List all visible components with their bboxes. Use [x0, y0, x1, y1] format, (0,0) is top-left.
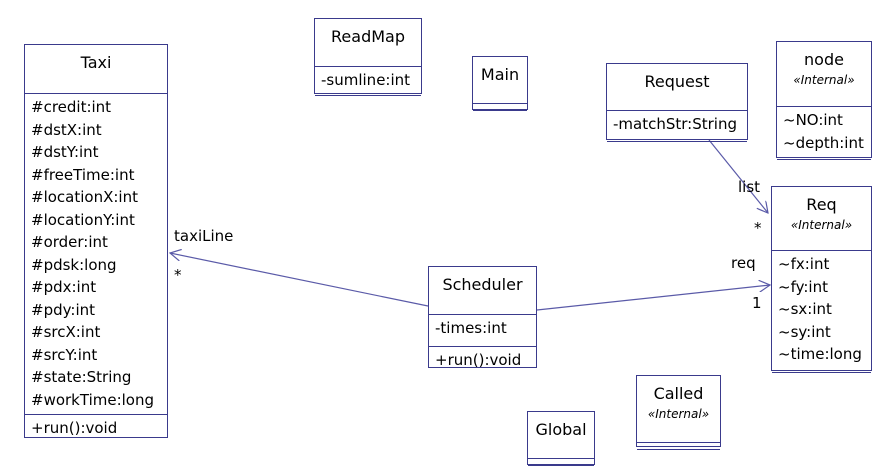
attribute: #srcX:int — [31, 323, 101, 341]
operation-section: +run():void — [429, 347, 536, 374]
class-header: Request — [607, 64, 747, 111]
operation-section — [607, 142, 747, 146]
attribute-section: #credit:int #dstX:int #dstY:int #freeTim… — [25, 94, 167, 415]
attribute: #pdx:int — [31, 278, 97, 296]
class-name: Request — [644, 72, 710, 91]
class-header: Global — [528, 412, 594, 459]
operation-section — [315, 96, 421, 100]
attribute: -times:int — [435, 319, 507, 337]
attribute: ~NO:int — [783, 111, 843, 129]
attribute: -matchStr:String — [613, 115, 737, 133]
class-name: Scheduler — [442, 275, 523, 294]
attribute: #pdy:int — [31, 300, 96, 319]
attribute: #dstY:int — [31, 143, 99, 161]
class-name: Global — [535, 420, 587, 439]
class-name: Req — [806, 195, 837, 214]
class-header: Main — [473, 57, 527, 104]
attribute: #srcY:int — [31, 345, 98, 364]
class-name: Called — [653, 384, 704, 403]
attribute: #order:int — [31, 233, 108, 251]
req-association — [536, 285, 770, 311]
attribute: ~time:long — [778, 345, 862, 363]
class-stereotype: «Internal» — [793, 73, 855, 87]
role-label-req: req — [731, 254, 756, 272]
class-header: Scheduler — [429, 267, 536, 315]
attribute-section — [637, 443, 720, 450]
attribute: #state:String — [31, 368, 132, 386]
attribute: ~sy:int — [778, 322, 831, 341]
class-taxi[interactable]: Taxi #credit:int #dstX:int #dstY:int #fr… — [24, 44, 168, 438]
attribute: #workTime:long — [31, 390, 155, 409]
attribute: ~sx:int — [778, 300, 832, 318]
role-label-list: list — [738, 178, 761, 196]
class-name: node — [804, 50, 844, 69]
operation-section — [772, 373, 871, 377]
operation: +run():void — [435, 351, 522, 369]
class-header: Called «Internal» — [637, 376, 720, 443]
operation: +run():void — [31, 419, 118, 437]
attribute: #locationX:int — [31, 188, 138, 206]
class-readmap[interactable]: ReadMap -sumline:int — [314, 18, 422, 96]
operation-section: +run():void — [25, 415, 167, 442]
class-header: Req «Internal» — [772, 187, 871, 251]
attribute-section: ~NO:int ~depth:int — [777, 107, 871, 160]
operation-section — [777, 160, 871, 164]
class-req[interactable]: Req «Internal» ~fx:int ~fy:int ~sx:int ~… — [771, 186, 872, 373]
class-called[interactable]: Called «Internal» — [636, 375, 721, 450]
attribute-section: -times:int — [429, 315, 536, 347]
multiplicity-label-req: 1 — [752, 294, 762, 312]
attribute-section: ~fx:int ~fy:int ~sx:int ~sy:int ~time:lo… — [772, 251, 871, 373]
list-association — [708, 139, 768, 213]
class-header: Taxi — [25, 45, 167, 94]
class-header: node «Internal» — [777, 42, 871, 107]
attribute-section — [528, 459, 594, 466]
class-scheduler[interactable]: Scheduler -times:int +run():void — [428, 266, 537, 369]
class-main[interactable]: Main — [472, 56, 528, 111]
attribute: #dstX:int — [31, 120, 102, 139]
class-request[interactable]: Request -matchStr:String — [606, 63, 748, 142]
class-name: Main — [480, 65, 520, 84]
attribute: -sumline:int — [321, 71, 411, 89]
class-node[interactable]: node «Internal» ~NO:int ~depth:int — [776, 41, 872, 160]
attribute: #locationY:int — [31, 210, 135, 229]
class-name: Taxi — [80, 53, 112, 72]
class-global[interactable]: Global — [527, 411, 595, 466]
taxiline-association — [170, 253, 429, 307]
attribute: #pdsk:long — [31, 255, 117, 274]
multiplicity-label-list: * — [754, 219, 762, 237]
attribute-section: -sumline:int — [315, 67, 421, 96]
attribute: ~depth:int — [783, 133, 864, 152]
class-stereotype: «Internal» — [790, 218, 853, 232]
role-label-taxiline: taxiLine — [174, 227, 234, 245]
attribute: ~fx:int — [778, 255, 830, 273]
attribute-section — [473, 104, 527, 111]
class-header: ReadMap — [315, 19, 421, 67]
attribute: #freeTime:int — [31, 165, 135, 184]
attribute: ~fy:int — [778, 277, 828, 296]
multiplicity-label-taxiline: * — [174, 266, 182, 284]
class-name: ReadMap — [331, 27, 405, 46]
attribute-section: -matchStr:String — [607, 111, 747, 142]
attribute: #credit:int — [31, 98, 112, 116]
class-stereotype: «Internal» — [647, 407, 710, 421]
